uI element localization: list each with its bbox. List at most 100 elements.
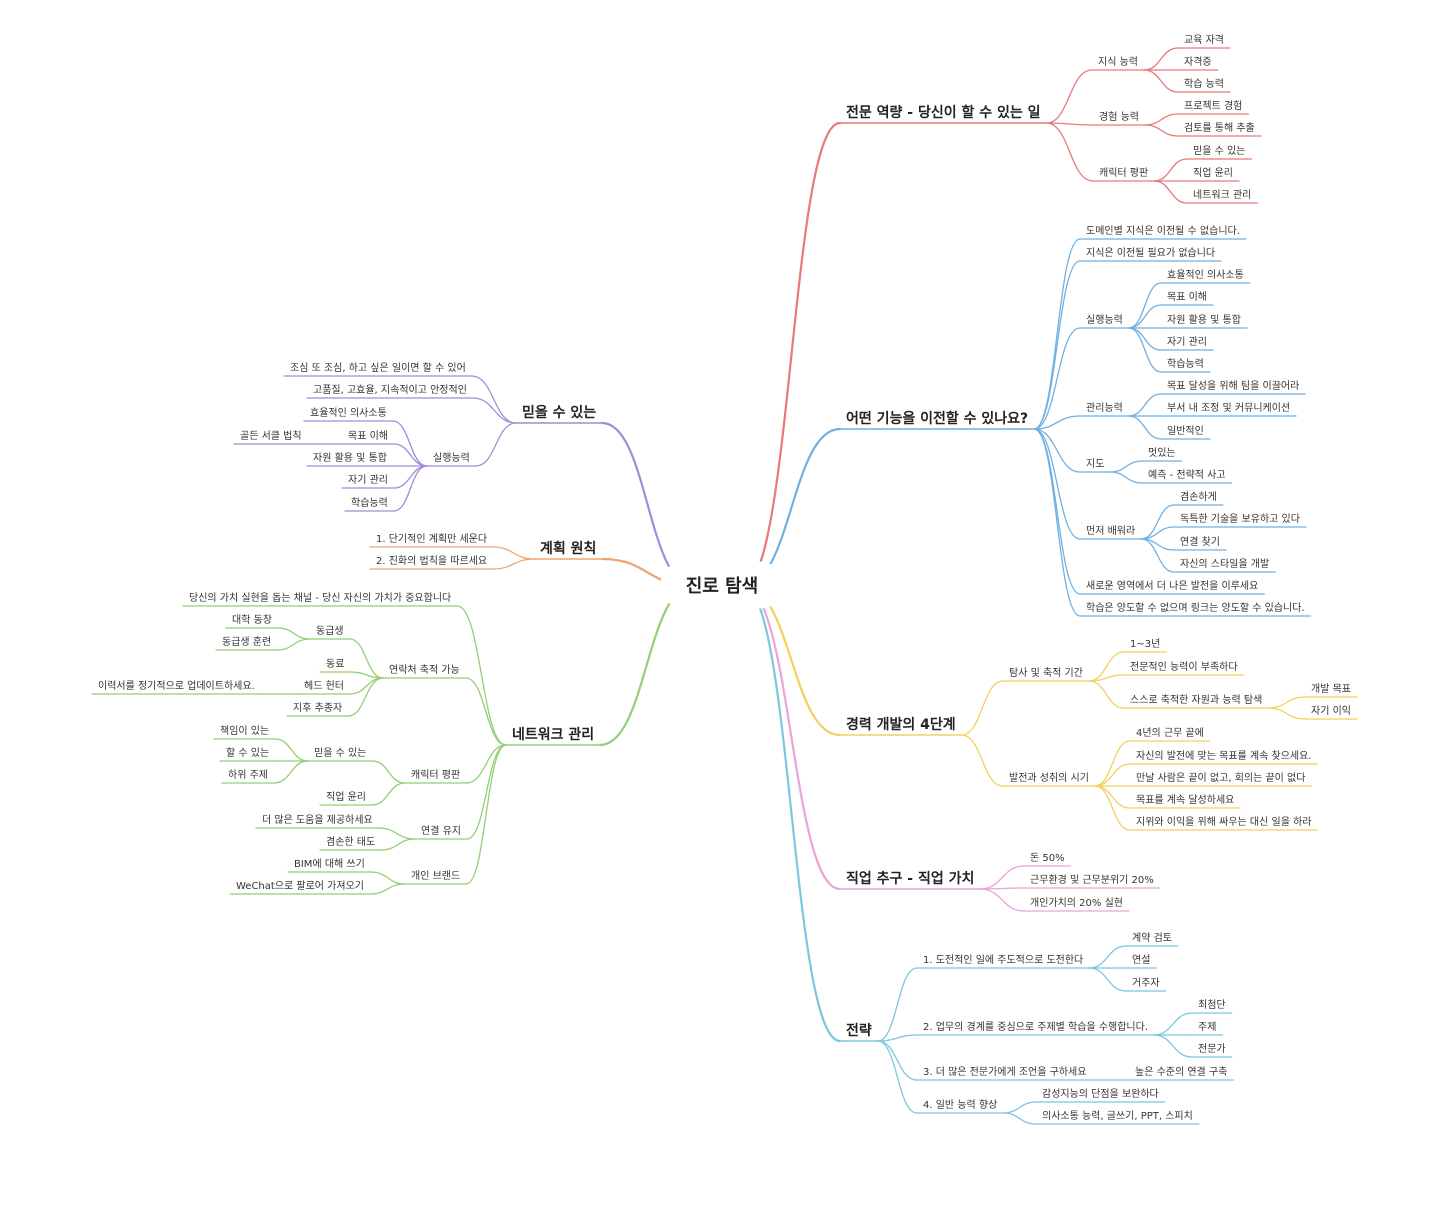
subtopic-1-5-2[interactable]: 연결 찾기: [1180, 536, 1220, 548]
subtopic-0-2[interactable]: 캐릭터 평판: [1099, 167, 1148, 179]
subtopic-1-5-1[interactable]: 독특한 기술을 보유하고 있다: [1180, 512, 1300, 525]
subtopic-0-2-2[interactable]: 네트워크 관리: [1193, 188, 1251, 201]
subtopic-7-1-1[interactable]: 동료: [326, 658, 344, 670]
subtopic-4-1-2[interactable]: 전문가: [1198, 1043, 1226, 1055]
subtopic-7-0[interactable]: 당신의 가치 실현을 돕는 채널 - 당신 자신의 가치가 중요합니다: [189, 592, 451, 604]
subtopic-7-2-0-0[interactable]: 책임이 있는: [220, 724, 269, 737]
subtopic-1-0[interactable]: 도메인별 지식은 이전될 수 없습니다.: [1086, 224, 1240, 237]
subtopic-5-2-3[interactable]: 자기 관리: [348, 474, 388, 486]
subtopic-7-2-0[interactable]: 믿을 수 있는: [314, 747, 366, 759]
subtopic-2-0-2-1[interactable]: 자기 이익: [1311, 705, 1351, 717]
subtopic-5-2-0[interactable]: 효율적인 의사소통: [310, 407, 387, 419]
subtopic-4-0-0[interactable]: 계약 검토: [1132, 932, 1172, 944]
subtopic-1-7[interactable]: 학습은 양도할 수 없으며 링크는 양도할 수 있습니다.: [1086, 601, 1305, 614]
subtopic-7-1-2-0[interactable]: 이력서를 정기적으로 업데이트하세요.: [98, 679, 255, 692]
subtopic-7-3-0[interactable]: 더 많은 도움을 제공하세요: [262, 813, 373, 826]
subtopic-7-4[interactable]: 개인 브랜드: [411, 870, 460, 882]
subtopic-2-0[interactable]: 탐사 및 축적 기간: [1009, 667, 1083, 679]
subtopic-2-0-1[interactable]: 전문적인 능력이 부족하다: [1130, 660, 1238, 673]
subtopic-1-4[interactable]: 지도: [1086, 458, 1104, 470]
subtopic-2-1-2[interactable]: 만날 사람은 끝이 없고, 회의는 끝이 없다: [1136, 771, 1305, 784]
subtopic-0-1-0[interactable]: 프로젝트 경험: [1184, 99, 1242, 112]
subtopic-7-4-0[interactable]: BIM에 대해 쓰기: [294, 857, 365, 870]
subtopic-7-1-0-0[interactable]: 대학 동창: [232, 614, 272, 626]
subtopic-4-0-1[interactable]: 연설: [1132, 954, 1150, 966]
subtopic-7-1-3[interactable]: 지후 추종자: [293, 702, 342, 714]
subtopic-7-1-0[interactable]: 동급생: [316, 625, 344, 637]
subtopic-6-0[interactable]: 1. 단기적인 계획만 세운다: [376, 533, 487, 545]
subtopic-1-5[interactable]: 먼저 배워라: [1086, 524, 1135, 537]
subtopic-4-1-0[interactable]: 최첨단: [1198, 999, 1226, 1011]
subtopic-5-0[interactable]: 조심 또 조심, 하고 싶은 일이면 할 수 있어: [290, 361, 466, 374]
main-topic-2[interactable]: 경력 개발의 4단계: [846, 716, 956, 733]
main-topic-4[interactable]: 전략: [846, 1022, 872, 1039]
main-topic-0[interactable]: 전문 역량 - 당신이 할 수 있는 일: [846, 104, 1041, 121]
subtopic-1-3-2[interactable]: 일반적인: [1167, 425, 1204, 437]
subtopic-7-1-0-1[interactable]: 동급생 훈련: [222, 635, 271, 648]
subtopic-5-1[interactable]: 고품질, 고효율, 지속적이고 안정적인: [313, 384, 467, 396]
main-topic-6[interactable]: 계획 원칙: [540, 540, 596, 557]
subtopic-1-3-1[interactable]: 부서 내 조정 및 커뮤니케이션: [1167, 402, 1290, 414]
subtopic-1-5-3[interactable]: 자신의 스타일을 개발: [1180, 558, 1269, 570]
subtopic-4-3[interactable]: 4. 일반 능력 향상: [923, 1099, 997, 1111]
subtopic-7-2-0-1[interactable]: 할 수 있는: [226, 747, 269, 759]
subtopic-1-5-0[interactable]: 겸손하게: [1180, 490, 1217, 503]
subtopic-7-4-1[interactable]: WeChat으로 팔로어 가져오기: [236, 880, 364, 892]
subtopic-1-2-2[interactable]: 자원 활용 및 통합: [1167, 313, 1241, 326]
subtopic-3-0[interactable]: 돈 50%: [1030, 852, 1065, 864]
subtopic-3-2[interactable]: 개인가치의 20% 실현: [1030, 897, 1123, 909]
root-node[interactable]: 진로 탐색: [686, 576, 759, 597]
subtopic-4-2-0[interactable]: 높은 수준의 연결 구축: [1135, 1066, 1227, 1078]
subtopic-1-3-0[interactable]: 목표 달성을 위해 팀을 이끌어라: [1167, 379, 1299, 392]
subtopic-4-2[interactable]: 3. 더 많은 전문가에게 조언을 구하세요: [923, 1065, 1086, 1078]
subtopic-1-3[interactable]: 관리능력: [1086, 402, 1123, 414]
subtopic-1-2-3[interactable]: 자기 관리: [1167, 336, 1207, 348]
main-topic-7[interactable]: 네트워크 관리: [512, 726, 594, 743]
subtopic-0-0-0[interactable]: 교육 자격: [1184, 33, 1224, 46]
subtopic-7-2-0-2[interactable]: 하위 주제: [228, 768, 268, 781]
subtopic-1-4-0[interactable]: 멋있는: [1148, 447, 1176, 459]
subtopic-4-1-1[interactable]: 주제: [1198, 1021, 1216, 1033]
subtopic-4-3-0[interactable]: 감성지능의 단점을 보완하다: [1042, 1087, 1159, 1100]
subtopic-4-1[interactable]: 2. 업무의 경계를 중심으로 주제별 학습을 수행합니다.: [923, 1020, 1148, 1033]
subtopic-2-1-1[interactable]: 자신의 발전에 맞는 목표를 계속 찾으세요.: [1136, 750, 1311, 762]
subtopic-7-3[interactable]: 연결 유지: [421, 825, 461, 837]
subtopic-2-1-4[interactable]: 지위와 이익을 위해 싸우는 대신 일을 하라: [1136, 815, 1311, 828]
subtopic-1-4-1[interactable]: 예측 - 전략적 사고: [1148, 469, 1226, 481]
subtopic-1-2-4[interactable]: 학습능력: [1167, 358, 1204, 370]
subtopic-2-0-0[interactable]: 1~3년: [1130, 638, 1160, 650]
subtopic-6-1[interactable]: 2. 진화의 법칙을 따르세요: [376, 555, 487, 567]
subtopic-0-0-1[interactable]: 자격증: [1184, 55, 1212, 68]
subtopic-5-2-2[interactable]: 자원 활용 및 통합: [313, 451, 387, 464]
subtopic-0-2-1[interactable]: 직업 윤리: [1193, 166, 1233, 179]
subtopic-1-2-0[interactable]: 효율적인 의사소통: [1167, 269, 1244, 281]
subtopic-4-0-2[interactable]: 거주자: [1132, 977, 1160, 989]
subtopic-2-1-3[interactable]: 목표를 계속 달성하세요: [1136, 793, 1234, 806]
main-topic-1[interactable]: 어떤 기능을 이전할 수 있나요?: [846, 410, 1028, 427]
subtopic-7-1-2[interactable]: 헤드 헌터: [304, 680, 344, 692]
main-topic-3[interactable]: 직업 추구 - 직업 가치: [846, 870, 974, 887]
subtopic-5-2-1[interactable]: 목표 이해: [348, 429, 388, 442]
subtopic-7-3-1[interactable]: 겸손한 태도: [326, 836, 375, 848]
subtopic-1-2[interactable]: 실행능력: [1086, 314, 1123, 326]
subtopic-7-2-1[interactable]: 직업 윤리: [326, 790, 366, 803]
subtopic-0-1[interactable]: 경험 능력: [1099, 110, 1139, 123]
subtopic-3-1[interactable]: 근무환경 및 근무분위기 20%: [1030, 873, 1154, 886]
subtopic-1-2-1[interactable]: 목표 이해: [1167, 290, 1207, 303]
subtopic-1-1[interactable]: 지식은 이전될 필요가 없습니다: [1086, 246, 1215, 259]
subtopic-5-2-4[interactable]: 학습능력: [351, 497, 388, 509]
subtopic-0-0[interactable]: 지식 능력: [1098, 56, 1138, 68]
subtopic-2-0-2[interactable]: 스스로 축적한 자원과 능력 탐색: [1130, 694, 1262, 706]
subtopic-0-0-2[interactable]: 학습 능력: [1184, 78, 1224, 90]
subtopic-0-2-0[interactable]: 믿을 수 있는: [1193, 145, 1245, 157]
subtopic-2-1-0[interactable]: 4년의 근무 끝에: [1136, 727, 1204, 739]
subtopic-2-0-2-0[interactable]: 개발 목표: [1311, 683, 1351, 695]
subtopic-4-0[interactable]: 1. 도전적인 일에 주도적으로 도전한다: [923, 954, 1083, 966]
subtopic-7-1[interactable]: 연락처 축적 가능: [389, 664, 460, 676]
subtopic-5-2[interactable]: 실행능력: [433, 452, 470, 464]
main-topic-5[interactable]: 믿을 수 있는: [522, 404, 596, 421]
subtopic-0-1-1[interactable]: 검토를 통해 추출: [1184, 121, 1255, 134]
subtopic-5-2-1-0[interactable]: 골든 서클 법칙: [240, 430, 302, 442]
subtopic-1-6[interactable]: 새로운 영역에서 더 나은 발전을 이루세요: [1086, 580, 1258, 592]
subtopic-4-3-1[interactable]: 의사소통 능력, 글쓰기, PPT, 스피치: [1042, 1110, 1193, 1122]
